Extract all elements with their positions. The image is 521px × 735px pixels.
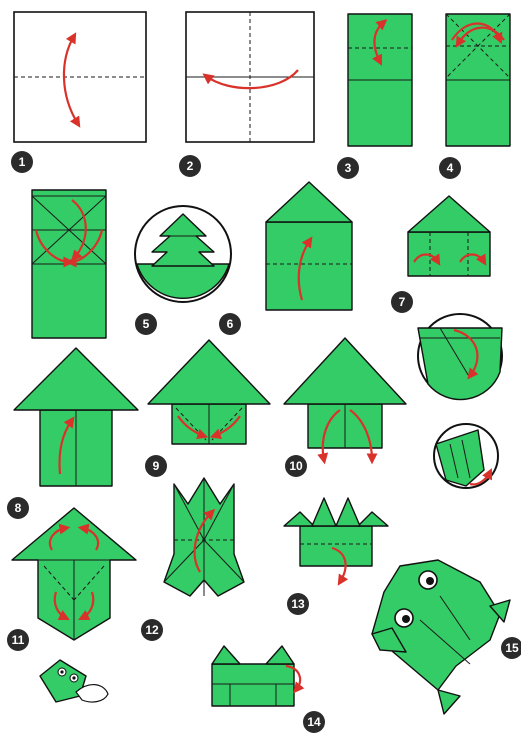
step-12-badge: 12	[141, 619, 163, 641]
step-11-badge: 11	[7, 629, 29, 651]
step-10-detail-circle	[434, 424, 498, 488]
step-9-figure	[148, 340, 270, 444]
step-13-figure	[284, 498, 388, 582]
small-frog-illustration	[40, 660, 108, 702]
svg-text:10: 10	[289, 459, 303, 473]
step-6-badge: 6	[219, 313, 241, 335]
step-4-badge: 4	[439, 157, 461, 179]
svg-text:14: 14	[307, 715, 321, 729]
step-5-figure	[32, 190, 106, 338]
step-7-detail-circle	[418, 314, 502, 399]
step-10-figure	[284, 338, 406, 460]
step-10-badge: 10	[285, 455, 307, 477]
step-7-figure	[408, 196, 490, 276]
svg-text:15: 15	[505, 641, 519, 655]
step-14-badge: 14	[303, 711, 325, 733]
svg-text:6: 6	[227, 317, 234, 331]
step-house-figure	[266, 182, 352, 310]
step-15-badge: 15	[501, 637, 521, 659]
svg-text:13: 13	[291, 597, 305, 611]
step-5-badge: 5	[135, 313, 157, 335]
step-14-figure	[212, 646, 300, 706]
svg-text:12: 12	[145, 623, 159, 637]
svg-text:2: 2	[187, 159, 194, 173]
step-15-frog	[372, 560, 510, 714]
svg-text:3: 3	[345, 161, 352, 175]
svg-text:4: 4	[447, 161, 454, 175]
svg-text:1: 1	[19, 155, 26, 169]
step-2-figure	[186, 12, 314, 142]
svg-text:7: 7	[399, 295, 406, 309]
step-4-figure	[446, 14, 510, 146]
step-3-figure	[348, 14, 412, 146]
svg-text:5: 5	[143, 317, 150, 331]
step-11-figure	[12, 508, 136, 640]
step-2-badge: 2	[179, 155, 201, 177]
step-6-figure	[135, 206, 231, 302]
svg-text:11: 11	[12, 633, 25, 647]
step-3-badge: 3	[337, 157, 359, 179]
step-7-badge: 7	[391, 291, 413, 313]
step-13-badge: 13	[287, 593, 309, 615]
step-8-figure	[14, 348, 138, 486]
step-9-badge: 9	[145, 455, 167, 477]
step-12-figure	[164, 478, 244, 596]
step-8-badge: 8	[7, 497, 29, 519]
svg-text:9: 9	[153, 459, 160, 473]
svg-text:8: 8	[15, 501, 22, 515]
step-1-badge: 1	[11, 151, 33, 173]
step-1-figure	[14, 12, 146, 142]
